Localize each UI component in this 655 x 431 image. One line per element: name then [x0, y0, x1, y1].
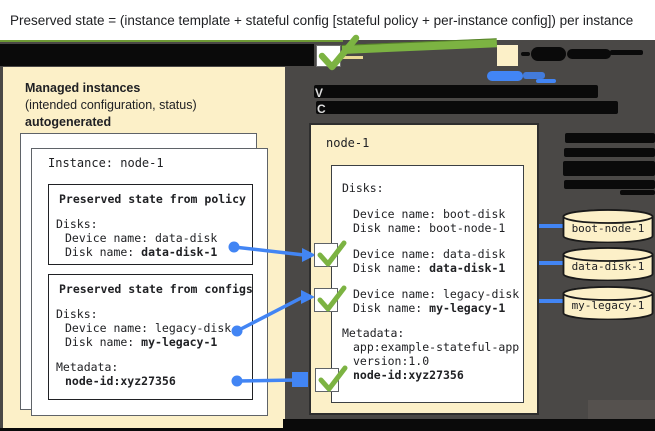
- metadata-version-line: version:1.0: [353, 354, 430, 368]
- redacted-bar-legend-left: [0, 44, 314, 66]
- redacted-bar: [567, 49, 611, 59]
- disk-icon-data: [562, 247, 654, 282]
- legend-green-arrow-bar: [341, 38, 498, 54]
- legend-beige-swatch: [497, 45, 518, 66]
- redacted-fragment-b: C: [317, 102, 326, 116]
- disk-cylinder-boot: boot-node-1: [562, 209, 654, 244]
- header-line-2: (intended configuration, status): [25, 98, 197, 112]
- policy-disk-name: data-disk-1: [141, 245, 218, 259]
- boot-disk-prefix: Disk name:: [353, 221, 430, 235]
- boot-disk-line: Disk name: boot-node-1: [353, 221, 523, 235]
- data-disk-prefix: Disk name:: [353, 261, 430, 275]
- blue-scribble-pill: [487, 71, 523, 81]
- configs-box-title: Preserved state from configs: [59, 282, 253, 296]
- metadata-app-line: app:example-stateful-app: [353, 340, 520, 354]
- redacted-bar-r2: [564, 148, 655, 157]
- check-icon-node-id: [318, 365, 348, 392]
- configs-metadata-label: Metadata:: [56, 360, 119, 374]
- policy-disk-prefix: Disk name:: [65, 245, 142, 259]
- legacy-device-line: Device name: legacy-disk: [353, 287, 520, 301]
- node-disks-label: Disks:: [342, 181, 384, 195]
- metadata-node-id-line: node-id:xyz27356: [353, 368, 464, 382]
- disk-cylinder-legacy: my-legacy-1: [562, 286, 654, 321]
- header-line-1: Managed instances: [25, 81, 141, 95]
- node-state-box: Disks: Device name: boot-disk Disk name:…: [331, 165, 524, 403]
- disk-label-boot: boot-node-1: [571, 222, 645, 235]
- disk-icon-legacy: [562, 286, 654, 321]
- policy-disk-line: Disk name: data-disk-1: [65, 245, 252, 259]
- policy-disks-label: Disks:: [56, 217, 98, 231]
- redacted-bar-r4: [564, 180, 655, 189]
- redacted-line-a: V: [314, 85, 598, 100]
- node-metadata-label: Metadata:: [342, 326, 405, 340]
- banner-formula-text: Preserved state = (instance template + s…: [10, 12, 634, 28]
- disk-label-data: data-disk-1: [571, 260, 645, 273]
- blue-scribble-ext: [523, 72, 545, 79]
- legend-yellow-dash: [342, 56, 363, 59]
- data-disk-line: Disk name: data-disk-1: [353, 261, 523, 275]
- policy-device-line: Device name: data-disk: [65, 231, 218, 245]
- configs-device-line: Device name: legacy-disk: [65, 321, 232, 335]
- legacy-disk-name: my-legacy-1: [429, 301, 506, 315]
- redacted-tail: [610, 50, 643, 55]
- green-divider-line: [0, 40, 343, 42]
- boot-device-line: Device name: boot-disk: [353, 207, 506, 221]
- redacted-bar-r5: [620, 190, 655, 195]
- configs-disks-label: Disks:: [56, 307, 98, 321]
- redacted-blob: [531, 47, 566, 61]
- disk-cylinder-data: data-disk-1: [562, 247, 654, 282]
- blue-scribble-dash: [536, 79, 556, 83]
- redacted-line-b: C: [316, 101, 618, 116]
- header-line-3: autogenerated: [25, 115, 112, 129]
- configs-disk-prefix: Disk name:: [65, 335, 142, 349]
- configs-box: Preserved state from configs Disks: Devi…: [48, 274, 253, 400]
- instance-title: Instance: node-1: [48, 156, 164, 170]
- redacted-dash: [521, 52, 530, 56]
- legacy-disk-line: Disk name: my-legacy-1: [353, 301, 523, 315]
- check-icon-legacy-disk: [317, 285, 347, 312]
- configs-disk-name: my-legacy-1: [141, 335, 218, 349]
- redacted-fragment-a: V: [315, 86, 324, 100]
- boot-disk-name: boot-node-1: [429, 221, 506, 235]
- disk-icon-boot: [562, 209, 654, 244]
- bottom-right-gray-patch: [588, 400, 655, 419]
- configs-metadata-value: node-id:xyz27356: [65, 374, 176, 388]
- redacted-bar-r3: [563, 161, 655, 176]
- title-banner: Preserved state = (instance template + s…: [0, 0, 655, 40]
- data-device-line: Device name: data-disk: [353, 247, 506, 261]
- data-disk-name: data-disk-1: [429, 261, 506, 275]
- policy-box-title: Preserved state from policy: [59, 192, 246, 206]
- check-icon-data-disk: [317, 240, 347, 267]
- disk-label-legacy: my-legacy-1: [571, 299, 645, 312]
- node-panel-title: node-1: [326, 136, 370, 150]
- managed-instances-header: Managed instances (intended configuratio…: [25, 80, 197, 131]
- legend-check-icon: [318, 34, 360, 71]
- redacted-bar-r1: [565, 133, 655, 143]
- configs-disk-line: Disk name: my-legacy-1: [65, 335, 252, 349]
- bottom-black-strip-right: [283, 419, 655, 431]
- bottom-black-strip-left: [0, 428, 283, 431]
- policy-box: Preserved state from policy Disks: Devic…: [48, 184, 253, 265]
- legacy-disk-prefix: Disk name:: [353, 301, 430, 315]
